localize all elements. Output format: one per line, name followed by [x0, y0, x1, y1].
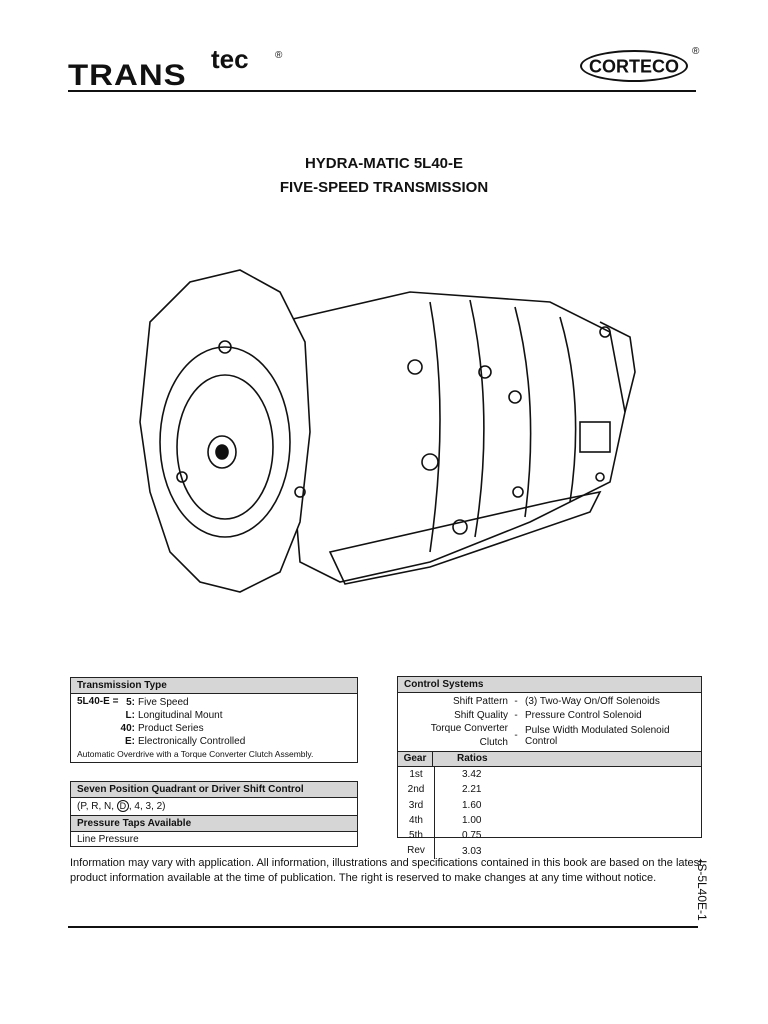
footer-rule	[68, 926, 698, 928]
control-systems-table: Shift Pattern - (3) Two-Way On/Off Solen…	[398, 695, 701, 749]
transtec-logo: TRANS tec ®	[68, 44, 298, 92]
corteco-registered-mark: ®	[692, 46, 700, 57]
ratios-column-header: Ratios	[457, 753, 488, 764]
corteco-text: CORTECO	[589, 54, 679, 76]
logo-trans-text: TRANS	[68, 57, 187, 92]
shift-control-value: (P, R, N, D, 4, 3, 2)	[71, 798, 357, 816]
disclaimer-text: Information may vary with application. A…	[70, 857, 703, 884]
document-code: IS-5L40E-1	[695, 860, 709, 921]
gear-column-header: Gear	[398, 752, 433, 766]
table-row: Shift Pattern - (3) Two-Way On/Off Solen…	[452, 696, 660, 708]
transmission-type-note: Automatic Overdrive with a Torque Conver…	[77, 749, 314, 759]
circled-drive-letter: D	[116, 800, 129, 812]
transmission-code: 5L40-E =	[77, 696, 119, 707]
page-title-line1: HYDRA-MATIC 5L40-E	[304, 155, 464, 172]
shift-control-header: Seven Position Quadrant or Driver Shift …	[71, 782, 357, 798]
pressure-taps-header: Pressure Taps Available	[71, 816, 357, 832]
table-row: Torque Converter Clutch - Pulse Width Mo…	[430, 723, 670, 748]
logo-registered-mark: ®	[275, 50, 283, 61]
transmission-type-box: Transmission Type 5L40-E = 5: Five Speed…	[70, 677, 358, 763]
pressure-taps-value: Line Pressure	[77, 834, 139, 845]
page-title-line2: FIVE-SPEED TRANSMISSION	[279, 179, 489, 196]
list-item: 40: Product Series	[120, 723, 204, 734]
control-systems-header: Control Systems	[398, 677, 701, 693]
control-systems-box: Control Systems Shift Pattern - (3) Two-…	[397, 676, 702, 859]
list-item: 5: Five Speed	[126, 697, 189, 708]
list-item: L: Longitudinal Mount	[125, 710, 223, 721]
transmission-type-table: 5: Five Speed L: Longitudinal Mount 40: …	[105, 696, 246, 748]
header-rule	[68, 90, 696, 92]
corteco-logo: CORTECO ®	[580, 46, 704, 86]
table-row: Shift Quality - Pressure Control Solenoi…	[454, 709, 642, 721]
shift-control-box: Seven Position Quadrant or Driver Shift …	[70, 781, 358, 847]
logo-tec-text: tec	[211, 44, 249, 74]
transmission-type-header: Transmission Type	[71, 678, 357, 694]
list-item: E: Electronically Controlled	[125, 736, 246, 747]
transmission-illustration	[139, 269, 636, 593]
corteco-oval: CORTECO	[580, 50, 688, 82]
ratios-header-row: Gear Ratios	[398, 751, 701, 767]
